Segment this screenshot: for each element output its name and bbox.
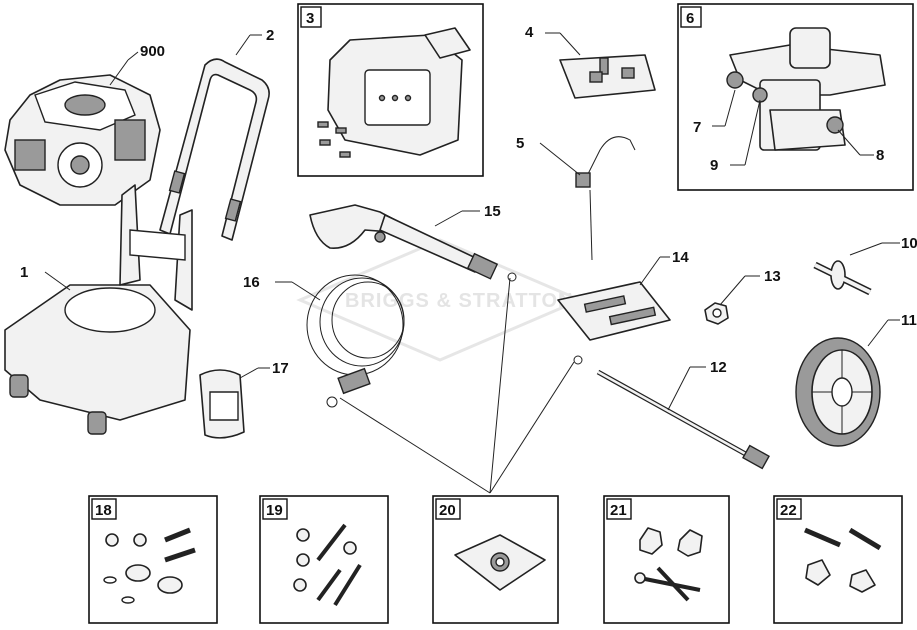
handle-illustration — [159, 58, 270, 241]
callout-22: 22 — [780, 502, 797, 519]
hose-illustration — [306, 274, 405, 408]
kit-21-illustration — [634, 527, 703, 602]
kit-20-leaders — [339, 272, 575, 494]
callout-5: 5 — [516, 135, 524, 152]
control-panel-box — [297, 3, 484, 177]
callout-12: 12 — [710, 359, 727, 376]
control-panel-illustration — [317, 27, 471, 158]
frame-illustration — [4, 184, 193, 435]
engine-illustration — [4, 74, 161, 206]
callout-19: 19 — [266, 502, 283, 519]
callout-900: 900 — [140, 43, 165, 60]
pump-box — [677, 3, 914, 191]
kit-19-illustration — [293, 523, 362, 607]
hose-hook-illustration — [199, 369, 245, 439]
wheel-illustration — [795, 337, 881, 447]
callout-1: 1 — [20, 264, 28, 281]
callout-8: 8 — [876, 147, 884, 164]
callout-21: 21 — [610, 502, 627, 519]
callout-2: 2 — [266, 27, 274, 44]
kit-19-box — [259, 495, 389, 624]
kit-20-illustration — [454, 534, 546, 591]
callout-14: 14 — [672, 249, 689, 266]
kit-22-box — [773, 495, 903, 624]
spray-gun-illustration — [309, 204, 499, 280]
brand-watermark: BRIGGS & STRATTON — [296, 238, 584, 362]
callout-17: 17 — [272, 360, 289, 377]
callout-6: 6 — [686, 10, 694, 27]
callout-9: 9 — [710, 157, 718, 174]
callout-13: 13 — [764, 268, 781, 285]
kit-18-box — [88, 495, 218, 624]
lance-illustration — [573, 355, 770, 470]
callout-16: 16 — [243, 274, 260, 291]
callout-18: 18 — [95, 502, 112, 519]
kit-18-illustration — [103, 527, 196, 604]
kit-21-box — [603, 495, 730, 624]
unloader-cable-illustration — [575, 136, 636, 261]
callout-7: 7 — [693, 119, 701, 136]
fittings-bag-illustration — [559, 54, 656, 99]
callout-11: 11 — [901, 312, 917, 329]
callout-20: 20 — [439, 502, 456, 519]
nozzle-bag-illustration — [557, 281, 671, 341]
pump-illustration — [726, 27, 886, 151]
callout-4: 4 — [525, 24, 534, 41]
kit-22-illustration — [804, 527, 882, 593]
callout-15: 15 — [484, 203, 501, 220]
svg-text:BRIGGS & STRATTON: BRIGGS & STRATTON — [345, 290, 573, 312]
nut-illustration — [704, 302, 729, 325]
callout-10: 10 — [901, 235, 917, 252]
callout-3: 3 — [306, 10, 314, 27]
kit-20-box — [432, 495, 559, 624]
axle-illustration — [813, 260, 872, 296]
